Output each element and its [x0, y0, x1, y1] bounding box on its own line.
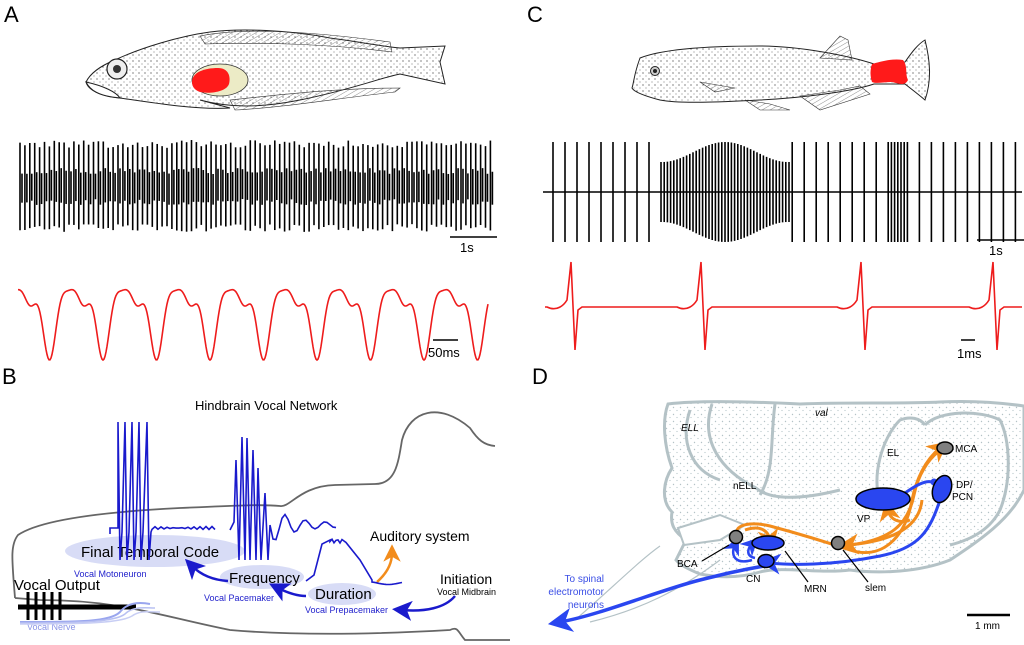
mrn-leader-line — [784, 550, 809, 583]
orange-pathway-to-slem — [837, 499, 924, 555]
duration-label: Duration — [315, 586, 372, 603]
spinal-cord-outline — [589, 559, 721, 623]
motoneuron-spike-trace — [109, 421, 216, 561]
panel-letter-b: B — [2, 364, 17, 389]
slem-label: slem — [865, 583, 886, 594]
trace-c-eod-waveform — [545, 261, 1022, 351]
arrow-frequency-to-final — [184, 558, 229, 583]
arrow-initiation-to-duration — [392, 595, 456, 621]
spinal-output-label-line2: electromotor — [548, 587, 604, 598]
panel-d-scale-label: 1 mm — [975, 621, 1000, 632]
orange-pathway-to-vp — [879, 499, 911, 524]
initiation-label: Initiation — [440, 571, 492, 587]
trace-a-eod-waveform — [18, 288, 489, 362]
fish-c-pelvic-fin — [744, 99, 791, 111]
slem-leader-line — [842, 549, 869, 583]
vocal-midbrain-label: Vocal Midbrain — [437, 587, 496, 597]
panel-a: A 1s 50ms — [4, 2, 497, 362]
brain-outline-dorsal — [11, 411, 496, 599]
bca-leader-line — [701, 544, 730, 562]
auditory-system-label: Auditory system — [370, 528, 470, 544]
ell-label: ELL — [681, 423, 699, 434]
vocal-nerve-fiber — [19, 602, 151, 623]
vocal-motoneuron-label: Vocal Motoneuron — [74, 569, 147, 579]
vocal-output-trace — [18, 592, 136, 620]
trace-c-scale-label: 1s — [989, 243, 1003, 258]
hindbrain-network-title: Hindbrain Vocal Network — [195, 398, 338, 413]
val-border — [758, 403, 777, 496]
blue-pathway-cn-to-mrn — [739, 537, 759, 560]
eod-a-scale-label: 50ms — [428, 345, 460, 360]
val-label: val — [815, 408, 829, 419]
fish-c-pectoral-fin — [699, 81, 736, 93]
dp-pcn-nucleus — [931, 474, 953, 504]
vocal-nerve-fiber — [19, 610, 161, 625]
frequency-ellipse — [220, 565, 304, 589]
slem-nucleus — [830, 535, 846, 551]
vocal-nerve-label: Vocal Nerve — [27, 622, 76, 632]
dp-pcn-label-line1: DP/ — [956, 480, 973, 491]
trace-a-hum-recording — [19, 140, 494, 232]
fish-c-electric-organ — [870, 59, 908, 84]
el-label: EL — [887, 448, 900, 459]
frequency-label: Frequency — [229, 570, 300, 587]
cn-nucleus — [757, 553, 775, 569]
spinal-output-label-line1: To spinal — [565, 574, 604, 585]
nell-border — [707, 403, 841, 499]
vp-label: VP — [857, 514, 871, 525]
panel-c: C 1s 1ms — [527, 2, 1024, 361]
arrow-duration-to-frequency — [269, 583, 307, 602]
el-border — [875, 416, 927, 501]
duration-ellipse — [308, 583, 376, 605]
cn-label: CN — [746, 574, 760, 585]
fish-a-anal-fin — [229, 87, 401, 111]
mca-label: MCA — [955, 444, 978, 455]
nell-label: nELL — [733, 481, 757, 492]
panel-letter-a: A — [4, 2, 19, 27]
arrow-to-auditory-system — [376, 544, 401, 583]
spinal-output-label-line3: neurons — [568, 600, 604, 611]
brain-outline-ventral — [14, 597, 510, 641]
fish-a-electric-organ — [192, 68, 230, 93]
vp-nucleus — [855, 487, 911, 511]
vocal-prepacemaker-label: Vocal Prepacemaker — [305, 605, 388, 615]
ell-fold — [684, 409, 721, 482]
blue-pathway-vp-dp — [904, 480, 933, 495]
bca-label: BCA — [677, 559, 698, 570]
fish-c-anal-fin — [799, 85, 871, 111]
orange-pathway-slem-mca — [849, 450, 939, 547]
brain-section-drawing — [574, 399, 1024, 623]
panel-letter-c: C — [527, 2, 543, 27]
panel-letter-d: D — [532, 364, 548, 389]
mrn-nucleus — [751, 535, 785, 551]
fish-a-mouth — [85, 81, 121, 99]
trace-a-scale-label: 1s — [460, 240, 474, 255]
blue-pathway-cn-to-bca — [723, 537, 753, 563]
trace-c-eod-pulse-train — [552, 142, 1017, 242]
blue-pathway-to-spinal — [547, 563, 771, 632]
fish-c-illustration — [631, 35, 930, 111]
vocal-pacemaker-label: Vocal Pacemaker — [204, 593, 274, 603]
dp-pcn-label-line2: PCN — [952, 492, 973, 503]
prepacemaker-plateau-trace — [305, 537, 403, 586]
torus-border — [923, 411, 1010, 547]
fish-a-illustration — [85, 29, 446, 111]
mrn-label: MRN — [804, 584, 827, 595]
spinal-cord-outline — [574, 545, 661, 621]
fish-a-dorsal-fin — [199, 30, 393, 53]
bca-nucleus — [728, 529, 744, 545]
vocal-output-label: Vocal Output — [14, 577, 101, 594]
eod-c-scale-label: 1ms — [957, 346, 982, 361]
mca-nucleus — [936, 441, 954, 455]
vocal-nerve-fiber — [19, 607, 156, 624]
fish-a-pupil — [113, 65, 121, 73]
blue-pathway-to-cn — [759, 499, 942, 575]
fish-c-dorsal-fin — [819, 35, 853, 61]
panel-b: B Hindbrain Vocal Network Final Temporal… — [2, 364, 510, 641]
panel-d: D ELL val nELL EL — [532, 364, 1024, 632]
pacemaker-oscillation-trace — [229, 436, 337, 561]
fish-c-pupil — [653, 69, 657, 73]
